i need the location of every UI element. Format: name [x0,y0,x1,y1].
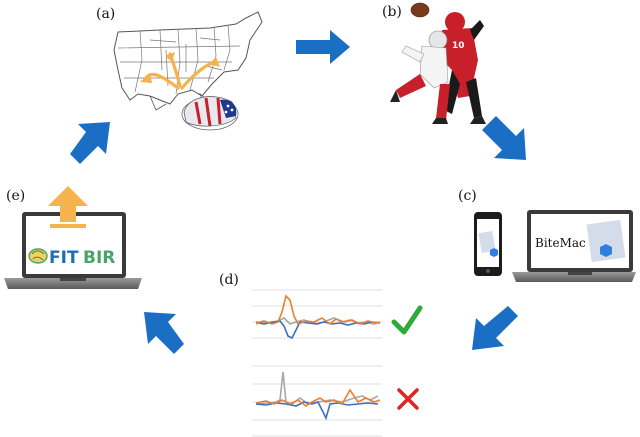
helmet-icon [182,97,238,130]
signal-line-orange [256,296,380,324]
up-left-arrow-icon [144,312,184,354]
bitemac-label: BiteMac [535,236,586,250]
brain-icon [29,249,47,263]
fitbir-prefix: FIT [49,248,79,268]
smartphone [474,212,502,276]
signal-chart-good [252,290,382,338]
down-left-arrow-icon [472,306,518,350]
svg-text:10: 10 [452,41,465,51]
laptop-fitbir: FIT BIR [4,212,142,289]
signal-chart-bad [252,366,382,436]
cross-icon [399,390,417,408]
check-icon [394,308,420,332]
fitbir-suffix: BIR [83,248,115,268]
us-map [114,12,262,110]
football-players-photo: 10 [390,3,486,124]
down-right-arrow-icon [482,116,526,160]
laptop-bitemac: BiteMac [512,210,636,282]
football-icon [411,3,429,17]
right-arrow-icon [296,30,350,64]
up-right-arrow-icon [70,122,110,164]
